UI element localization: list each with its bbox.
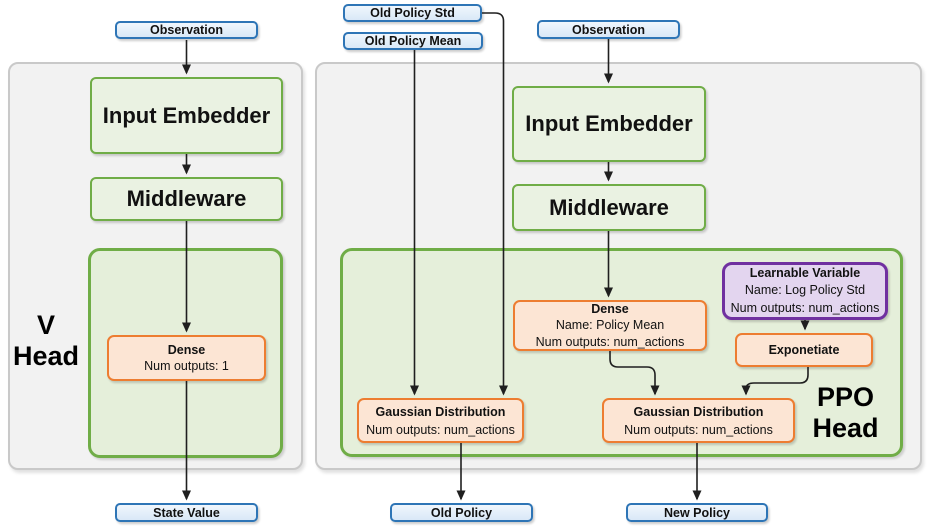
learnable-variable-node: Learnable Variable Name: Log Policy Std … — [722, 262, 888, 320]
exponetiate-label: Exponetiate — [768, 342, 840, 357]
v-dense-num-outputs: Num outputs: 1 — [144, 359, 229, 373]
policy-mean-dense-title: Dense — [591, 301, 629, 316]
v-head-title-line2: Head — [12, 341, 80, 371]
ppo-observation-label: Observation — [572, 22, 645, 37]
gaussian-old-num-outputs: Num outputs: num_actions — [366, 422, 515, 437]
v-middleware-label: Middleware — [126, 186, 247, 211]
gaussian-distribution-old-node: Gaussian Distribution Num outputs: num_a… — [357, 398, 524, 443]
old-policy-std-node: Old Policy Std — [343, 4, 482, 22]
policy-mean-dense-name: Name: Policy Mean — [555, 318, 665, 333]
v-observation-label: Observation — [150, 23, 223, 37]
old-policy-mean-label: Old Policy Mean — [364, 34, 462, 48]
ppo-middleware-label: Middleware — [549, 194, 669, 220]
ppo-head-title-line1: PPO — [816, 382, 875, 412]
new-policy-node: New Policy — [626, 503, 768, 522]
v-head-title-line1: V — [36, 310, 55, 340]
learnable-variable-num-outputs: Num outputs: num_actions — [730, 300, 880, 315]
old-policy-std-label: Old Policy Std — [370, 6, 455, 20]
old-policy-node: Old Policy — [390, 503, 533, 522]
ppo-input-embedder-label: Input Embedder — [525, 111, 693, 136]
ppo-head-title-line2: Head — [812, 413, 879, 443]
gaussian-new-num-outputs: Num outputs: num_actions — [624, 422, 773, 437]
ppo-head-title: PPO Head — [798, 382, 893, 444]
ppo-observation-node: Observation — [537, 20, 680, 39]
ppo-middleware-node: Middleware — [512, 184, 706, 231]
gaussian-new-title: Gaussian Distribution — [633, 404, 764, 419]
v-input-embedder-node: Input Embedder — [90, 77, 283, 154]
v-input-embedder-label: Input Embedder — [102, 102, 271, 128]
exponetiate-node: Exponetiate — [735, 333, 873, 367]
learnable-variable-name: Name: Log Policy Std — [744, 283, 866, 298]
gaussian-old-title: Gaussian Distribution — [375, 404, 506, 419]
state-value-label: State Value — [153, 505, 220, 520]
old-policy-mean-node: Old Policy Mean — [343, 32, 483, 50]
v-middleware-node: Middleware — [90, 177, 283, 221]
v-dense-node: Dense Num outputs: 1 — [107, 335, 266, 381]
policy-mean-dense-num-outputs: Num outputs: num_actions — [535, 334, 685, 349]
new-policy-label: New Policy — [664, 505, 730, 520]
v-head-title: V Head — [5, 310, 87, 372]
v-dense-title: Dense — [167, 342, 206, 357]
gaussian-distribution-new-node: Gaussian Distribution Num outputs: num_a… — [602, 398, 795, 443]
old-policy-label: Old Policy — [430, 505, 493, 520]
ppo-input-embedder-node: Input Embedder — [512, 86, 706, 162]
learnable-variable-title: Learnable Variable — [749, 265, 861, 280]
state-value-node: State Value — [115, 503, 258, 522]
policy-mean-dense-node: Dense Name: Policy Mean Num outputs: num… — [513, 300, 707, 351]
v-observation-node: Observation — [115, 21, 258, 39]
